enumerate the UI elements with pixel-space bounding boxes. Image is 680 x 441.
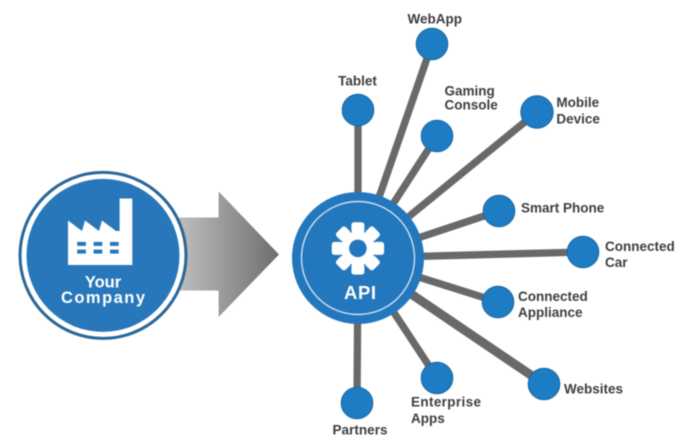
svg-text:Appliance: Appliance: [518, 305, 583, 320]
svg-text:Company: Company: [61, 289, 146, 307]
svg-text:Smart Phone: Smart Phone: [521, 200, 605, 215]
svg-text:Tablet: Tablet: [338, 73, 377, 88]
svg-text:Apps: Apps: [411, 411, 445, 426]
svg-text:Mobile: Mobile: [556, 95, 599, 110]
svg-text:Partners: Partners: [333, 423, 388, 438]
svg-text:Connected: Connected: [605, 239, 675, 254]
svg-text:Your: Your: [85, 274, 122, 292]
svg-text:Device: Device: [556, 111, 600, 126]
svg-text:API: API: [344, 282, 376, 303]
svg-text:WebApp: WebApp: [408, 11, 463, 26]
svg-text:Websites: Websites: [564, 382, 623, 397]
svg-text:Car: Car: [605, 255, 628, 270]
svg-text:Console: Console: [445, 97, 499, 112]
svg-text:Gaming: Gaming: [445, 83, 495, 98]
svg-text:Connected: Connected: [518, 289, 588, 304]
svg-text:Enterprise: Enterprise: [411, 395, 481, 410]
